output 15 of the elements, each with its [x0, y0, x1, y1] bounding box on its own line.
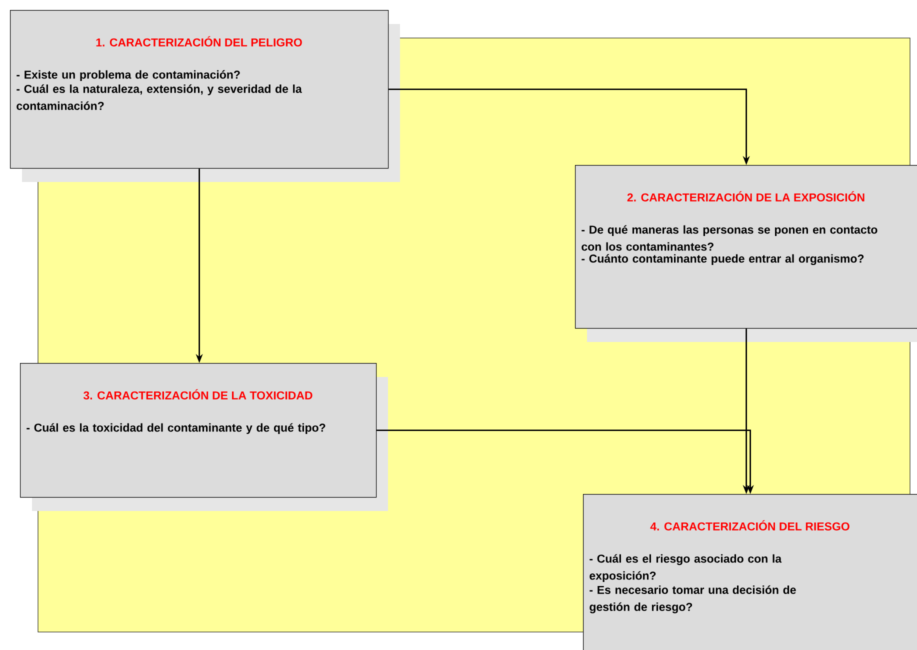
process-box	[10, 10, 400, 182]
process-box	[583, 494, 917, 650]
bullet-text: - Cuánto contaminante puede entrar al organismo?	[582, 254, 864, 265]
bullet-text: - De qué maneras las personas se ponen en contacto con los contaminantes?	[582, 225, 878, 251]
bullet-text: - Cuál es la toxicidad del contaminante y de qué tipo?	[26, 423, 326, 434]
bullet-text: - Cuál es la naturaleza, extensión, y severidad de la contaminación?	[16, 84, 302, 110]
box-heading: 4. CARACTERIZACIÓN DEL RIESGO	[650, 520, 850, 530]
box-heading: 1. CARACTERIZACIÓN DEL PELIGRO	[96, 36, 302, 46]
box-heading: 2. CARACTERIZACIÓN DE LA EXPOSICIÓN	[627, 191, 864, 202]
process-box	[575, 165, 917, 342]
bullet-text: - Existe un problema de contaminación?	[16, 70, 240, 81]
box-heading: 3. CARACTERIZACIÓN DE LA TOXICIDAD	[83, 389, 312, 400]
bullet-text: - Es necesario tomar una decisión de gestión de riesgo?	[590, 585, 796, 614]
bullet-text: - Cuál es el riesgo asociado con la exposición?	[590, 554, 782, 582]
process-box	[20, 363, 388, 511]
